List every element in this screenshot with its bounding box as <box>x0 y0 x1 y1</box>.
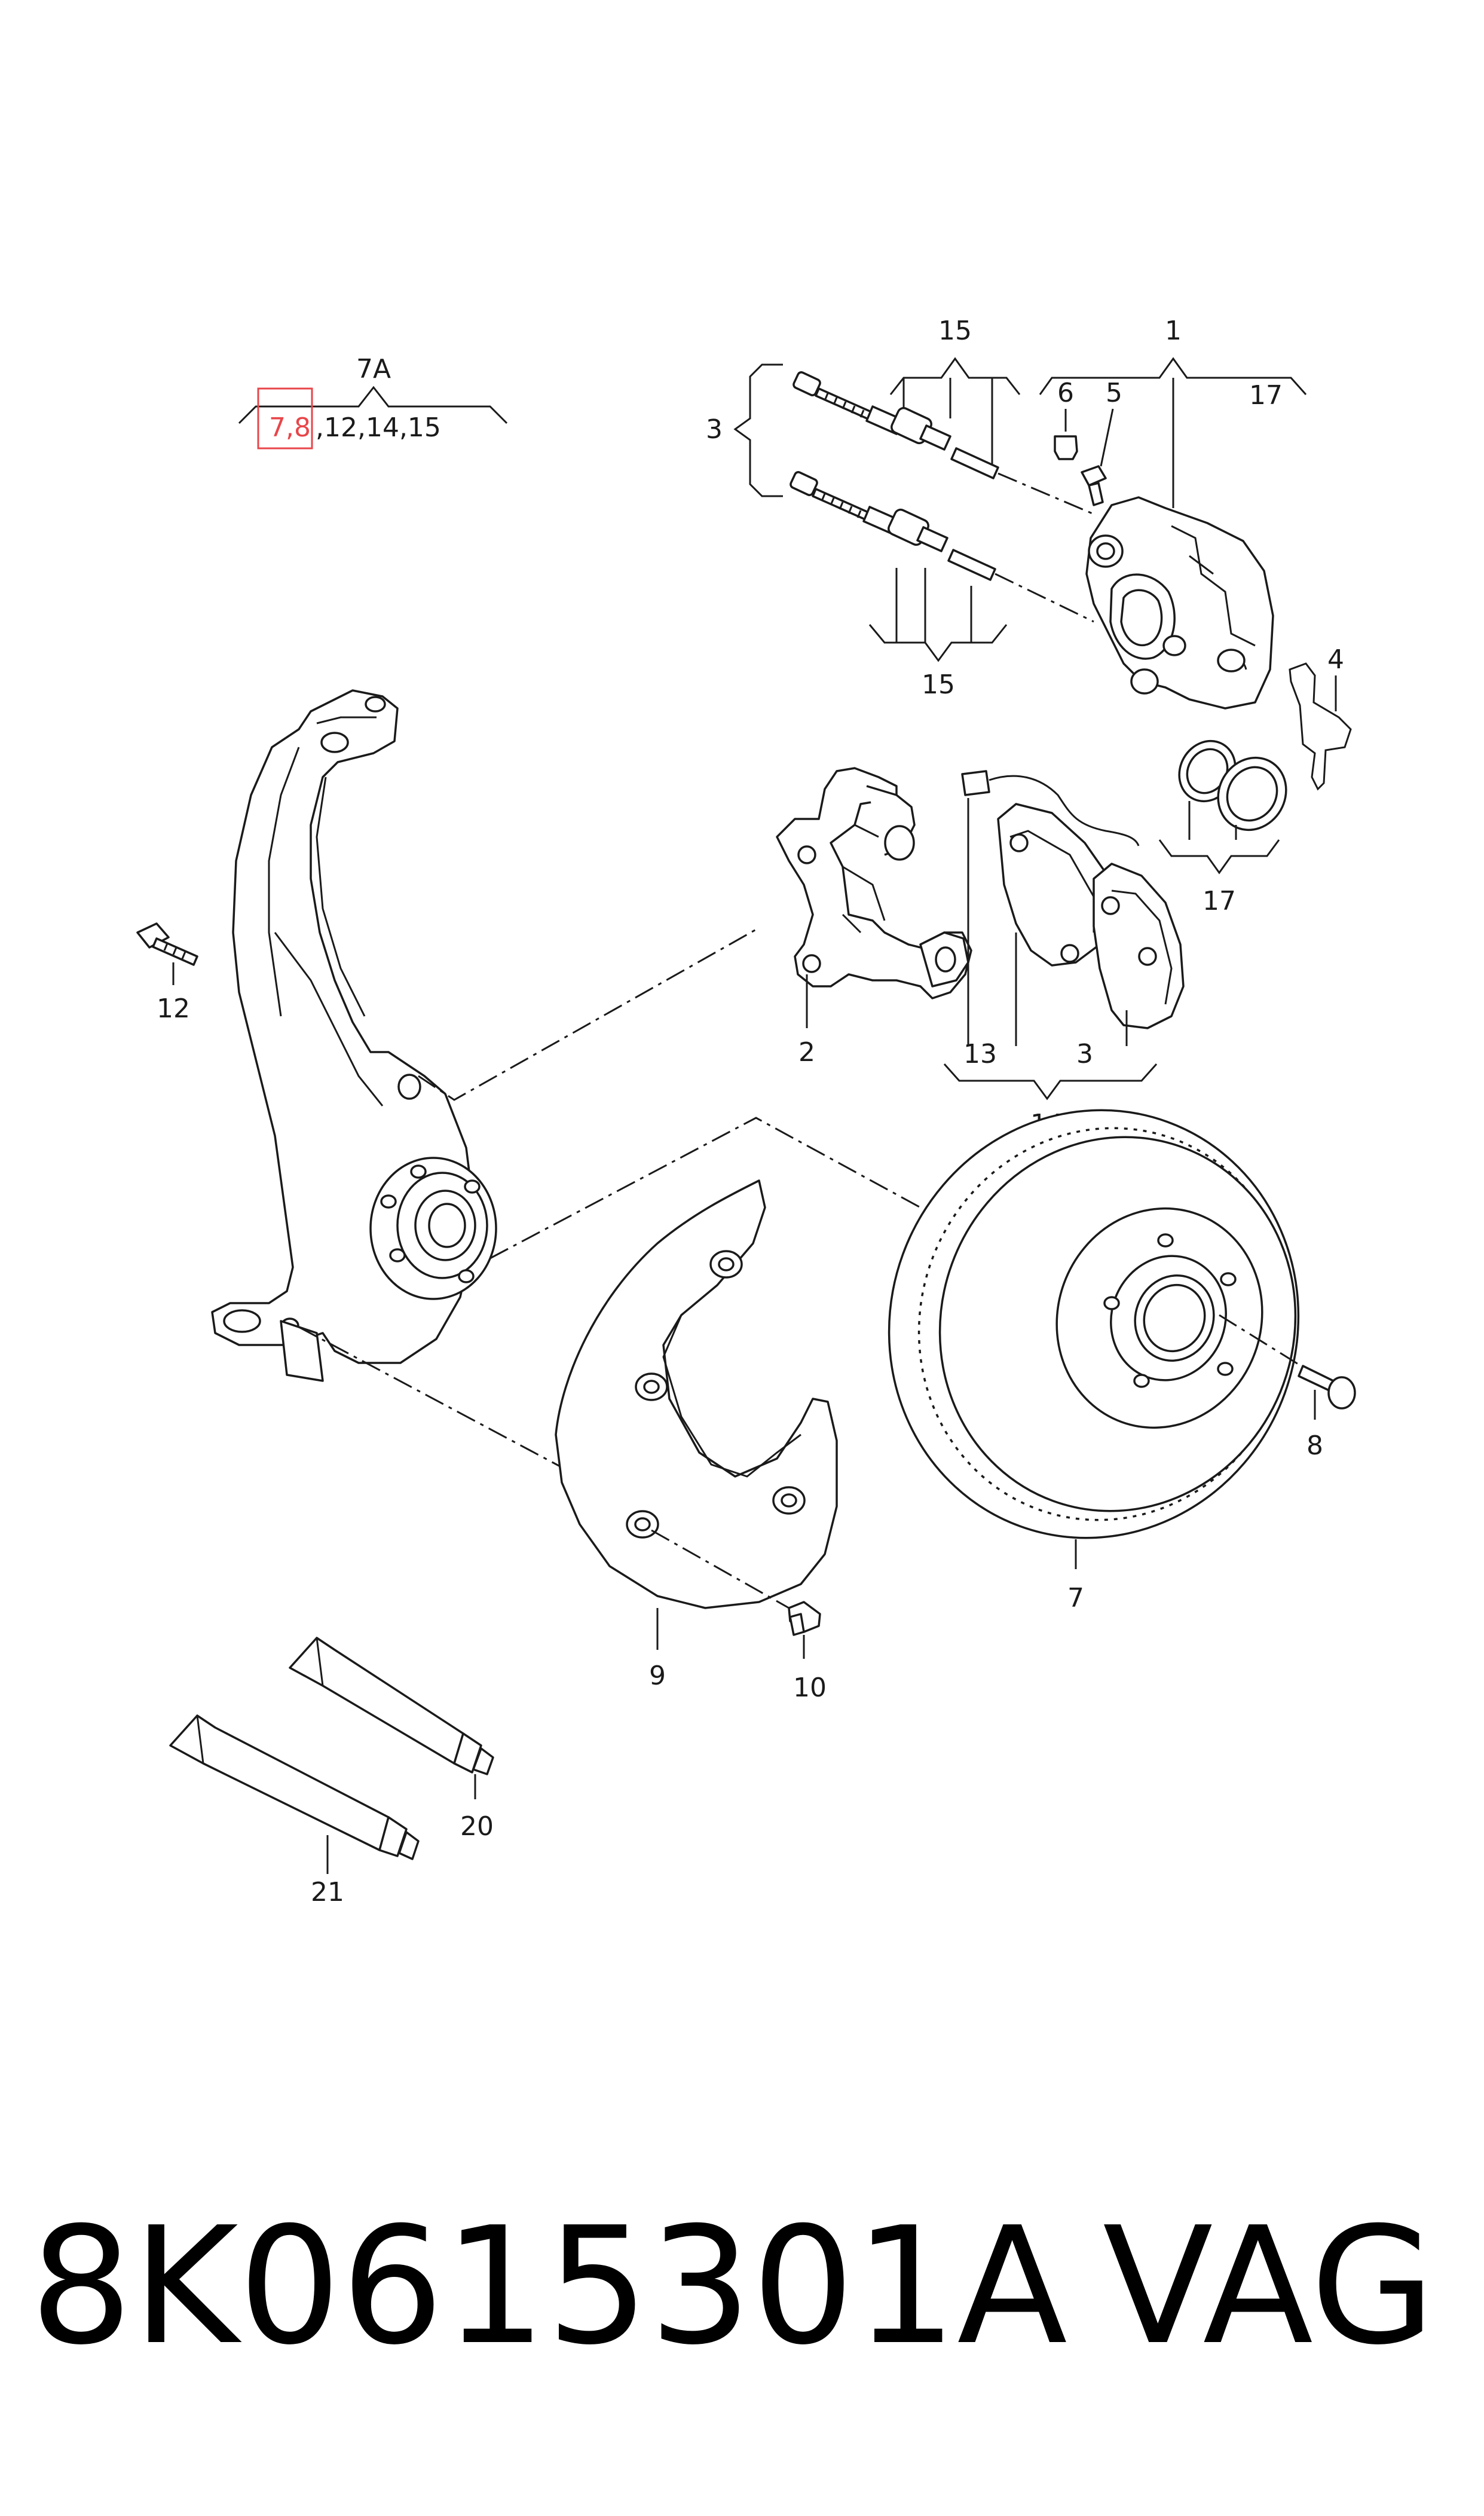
piston-seals <box>1178 739 1287 831</box>
guide-bolt-upper <box>793 371 999 479</box>
part-number: 8K0615301A <box>30 2192 1068 2380</box>
label-7a-refs: ,12,14,15 <box>316 412 441 443</box>
brake-caliper-group: 1 17 6 5 4 17 <box>1039 316 1352 916</box>
label-7: 7 <box>1067 1583 1084 1613</box>
label-9: 9 <box>649 1661 666 1691</box>
label-3-pads: 3 <box>1076 1039 1093 1069</box>
spring-clip <box>1289 662 1352 791</box>
label-5: 5 <box>1106 378 1122 408</box>
label-10: 10 <box>793 1673 827 1703</box>
label-15-bottom: 15 <box>922 669 955 700</box>
label-7a-refs-highlighted: 7,8 <box>269 412 311 443</box>
grease-tube-21: 21 <box>169 1714 420 1907</box>
screw-8: 8 <box>1298 1365 1356 1461</box>
label-17-bottom: 17 <box>1203 886 1236 916</box>
grease-tube-20: 20 <box>289 1637 494 1842</box>
bleed-cap <box>1054 435 1078 460</box>
brand-name: VAG <box>1103 2192 1436 2380</box>
caliper-carrier: 2 <box>776 767 972 1068</box>
bleed-screw <box>1081 465 1107 487</box>
label-6: 6 <box>1057 378 1074 408</box>
splash-guard: 9 <box>555 1179 838 1691</box>
label-2: 2 <box>798 1037 815 1068</box>
label-20: 20 <box>460 1811 494 1842</box>
bolt-12: 12 <box>136 922 198 1024</box>
brake-disc: 7 <box>888 1109 1300 1613</box>
label-1: 1 <box>1165 316 1182 346</box>
steering-knuckle <box>211 689 497 1382</box>
label-17-top: 17 <box>1249 380 1283 411</box>
brake-pads-group: 13 3 14 <box>943 770 1185 1139</box>
guide-bolts-group: 3 15 15 <box>706 316 1094 700</box>
label-12: 12 <box>157 993 190 1024</box>
highlight-box <box>257 387 313 450</box>
label-3-top: 3 <box>706 414 723 445</box>
label-13: 13 <box>963 1039 997 1069</box>
label-8: 8 <box>1306 1430 1323 1461</box>
screw-10: 10 <box>788 1601 827 1703</box>
label-7a: 7A <box>356 354 391 384</box>
wear-sensor <box>961 770 990 796</box>
group-7a-header: 7A 7,8 ,12,14,15 <box>238 354 508 450</box>
label-15-top: 15 <box>938 316 972 346</box>
guide-bolt-lower <box>790 471 996 581</box>
label-4: 4 <box>1327 644 1344 675</box>
label-21: 21 <box>311 1877 344 1907</box>
